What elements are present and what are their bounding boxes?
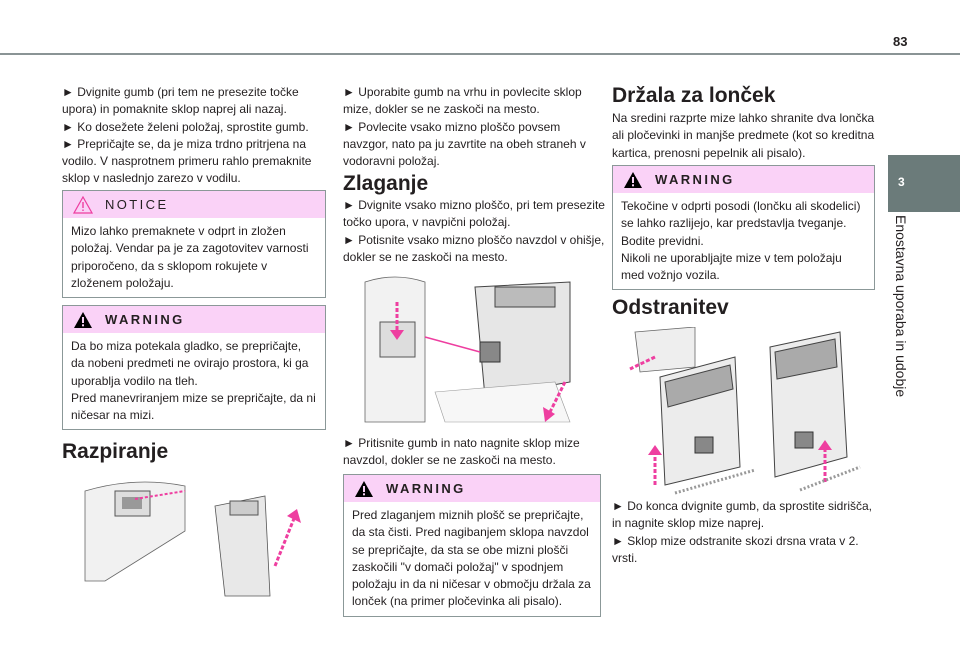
paragraph: ► Povlecite vsako mizno ploščo povsem na… [343, 119, 586, 169]
paragraph: ► Ko dosežete želeni položaj, sprostite … [62, 119, 309, 134]
paragraph: ► Dvignite vsako mizno ploščo, pri tem p… [343, 198, 605, 230]
warning-title: WARNING [105, 312, 185, 327]
paragraph: ► Do konca dvignite gumb, da sprostite s… [612, 499, 872, 531]
warning-line: Tekočine v odprti posodi (lončku ali sko… [621, 199, 861, 248]
warning-line: Da bo miza potekala gladko, se prepričaj… [71, 339, 309, 388]
page-number: 83 [893, 34, 908, 49]
section-heading-odstranitev: Odstranitev [612, 296, 729, 319]
warning-triangle-icon [355, 480, 373, 497]
col2-intro: ► Uporabite gumb na vrhu in povlecite sk… [343, 84, 605, 170]
warning-title: WARNING [655, 172, 735, 187]
section-heading-cup-holder: Držala za lonček [612, 84, 776, 107]
paragraph: ► Prepričajte se, da je miza trdno pritr… [62, 136, 312, 186]
warning-box: WARNING Da bo miza potekala gladko, se p… [62, 305, 326, 431]
notice-box: NOTICE Mizo lahko premaknete v odprt in … [62, 190, 326, 299]
notice-text: Mizo lahko premaknete v odprt in zložen … [71, 224, 309, 290]
warning-header: WARNING [63, 306, 325, 333]
warning-line: Pred manevriranjem mize se prepričajte, … [71, 390, 316, 423]
header-divider [0, 53, 960, 55]
col3-intro: Na sredini razprte mize lahko shranite d… [612, 110, 877, 162]
warning-text: Tekočine v odprti posodi (lončku ali sko… [613, 193, 874, 289]
section-heading-zlaganje: Zlaganje [343, 172, 429, 195]
paragraph: ► Pritisnite gumb in nato nagnite sklop … [343, 436, 580, 468]
col3-steps: ► Do konca dvignite gumb, da sprostite s… [612, 498, 877, 567]
warning-text: Da bo miza potekala gladko, se prepričaj… [63, 333, 325, 429]
table-removal-illustration [629, 327, 861, 495]
warning-triangle-icon [624, 171, 642, 188]
warning-header: WARNING [613, 166, 874, 193]
warning-box: WARNING Tekočine v odprti posodi (lončku… [612, 165, 875, 291]
table-fold-illustration [364, 276, 571, 423]
section-heading-razpiranje: Razpiranje [62, 440, 169, 463]
chapter-tab[interactable]: 3 [888, 155, 960, 212]
warning-title: WARNING [386, 481, 466, 496]
warning-box: WARNING Pred zlaganjem miznih plošč se p… [343, 474, 601, 617]
paragraph: Na sredini razprte mize lahko shranite d… [612, 111, 875, 160]
warning-text: Pred zlaganjem miznih plošč se prepričaj… [352, 508, 591, 609]
paragraph: ► Dvignite gumb (pri tem ne presezite to… [62, 85, 299, 117]
table-unfold-illustration [84, 481, 301, 597]
col1-intro: ► Dvignite gumb (pri tem ne presezite to… [62, 84, 327, 188]
col2-steps: ► Dvignite vsako mizno ploščo, pri tem p… [343, 197, 605, 266]
warning-header: WARNING [344, 475, 600, 502]
warning-triangle-icon [74, 311, 92, 328]
chapter-title: Enostavna uporaba in udobje [893, 215, 909, 398]
paragraph: ► Potisnite vsako mizno ploščo navzdol v… [343, 232, 605, 264]
notice-header: NOTICE [63, 191, 325, 218]
warning-line: Nikoli ne uporabljajte mize v tem položa… [621, 250, 842, 283]
paragraph: ► Sklop mize odstranite skozi drsna vrat… [612, 533, 859, 565]
warning-triangle-outline-icon [73, 195, 93, 214]
col2-after-image: ► Pritisnite gumb in nato nagnite sklop … [343, 435, 605, 470]
notice-title: NOTICE [105, 197, 169, 212]
paragraph: ► Uporabite gumb na vrhu in povlecite sk… [343, 85, 582, 117]
